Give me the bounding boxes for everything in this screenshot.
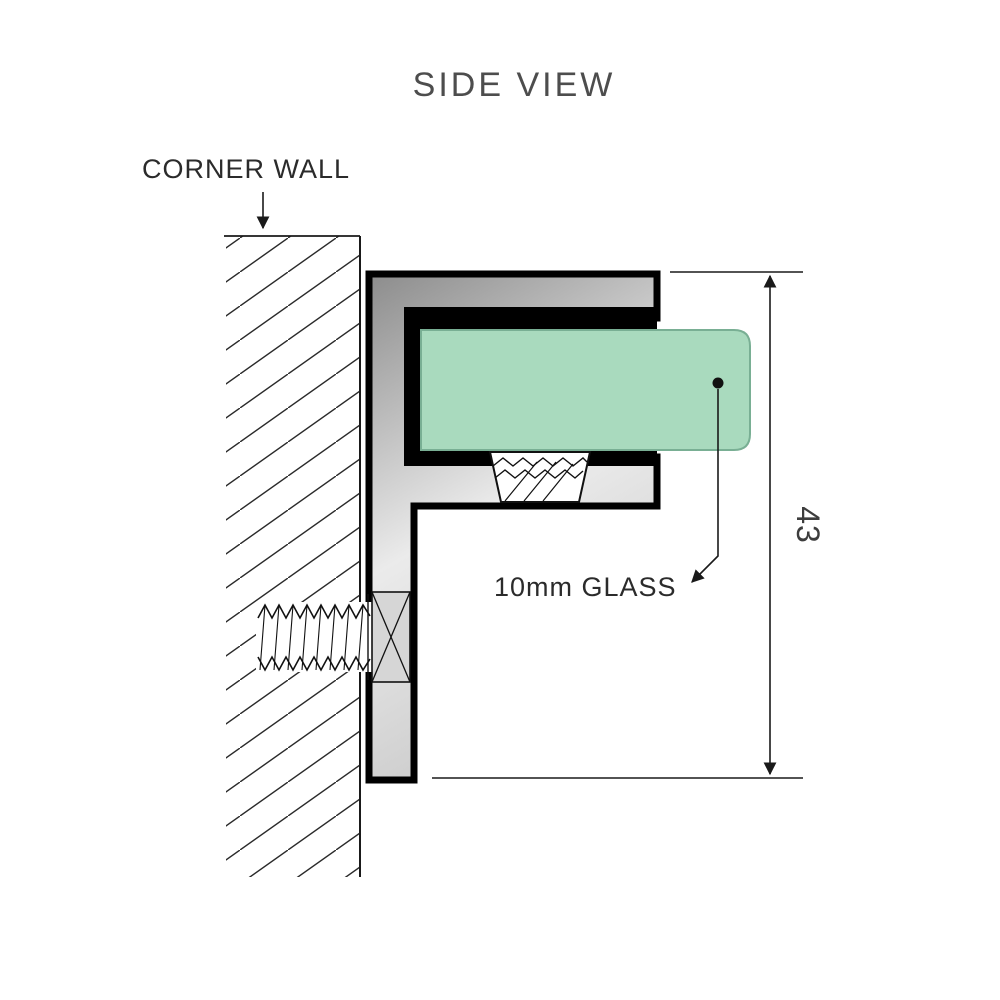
glass-panel [420,329,751,451]
corner-wall [224,235,361,877]
grub-screw [488,451,592,503]
screw-thread-diagonals [259,604,364,671]
mounting-screw [256,591,411,683]
leader-dot [712,377,724,389]
screw-shaft-mask [256,602,372,672]
corner-wall-label: CORNER WALL [142,154,350,184]
side-view-title: SIDE VIEW [413,66,616,104]
screw-thread-top [257,603,371,620]
glass-label: 10mm GLASS [494,572,677,602]
dim-value: 43 [790,506,826,544]
grub-screw-thread-1 [492,457,588,467]
glass-callout: 10mm GLASS [494,377,724,602]
leader-line [691,389,719,583]
dimension-43: 43 [432,271,826,779]
screw-head-cross [371,591,411,683]
grub-screw-thread-2 [494,469,584,479]
screw-thread-bottom [257,655,371,672]
grub-screw-hatch [504,461,574,502]
wall-hatching [226,236,360,877]
